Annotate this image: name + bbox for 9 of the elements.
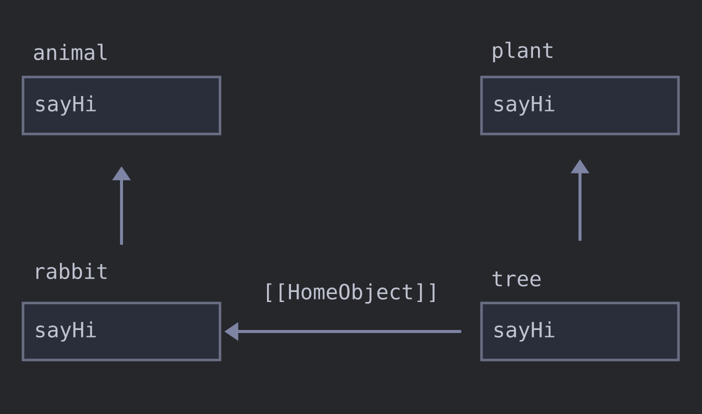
box-heading: plant: [493, 42, 552, 62]
edge-label: [[HomeObject]]: [261, 282, 440, 305]
property-box: sayHi: [480, 302, 680, 362]
box-heading: tree: [492, 271, 541, 287]
property-box: sayHi: [480, 76, 680, 136]
box-heading: animal: [34, 44, 107, 60]
box-heading: rabbit: [36, 262, 106, 280]
property-box: sayHi: [22, 76, 222, 136]
property-box: sayHi: [22, 302, 222, 362]
